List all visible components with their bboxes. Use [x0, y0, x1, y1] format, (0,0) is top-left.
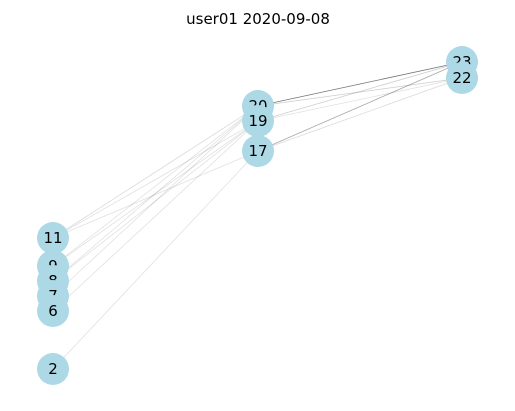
node-circle	[242, 105, 274, 137]
edge-11-17	[52, 150, 259, 239]
edge-layer	[52, 61, 463, 370]
node-circle	[37, 222, 69, 254]
graph-title: user01 2020-09-08	[186, 10, 330, 28]
node-circle	[37, 353, 69, 385]
edge-6-19	[52, 120, 259, 312]
edge-19-22	[257, 77, 463, 122]
node-19: 19	[242, 105, 274, 137]
edge-8-19	[52, 120, 259, 282]
edge-2-17	[52, 150, 259, 370]
node-17: 17	[242, 135, 274, 167]
node-22: 22	[446, 62, 478, 94]
node-label: 2	[48, 360, 58, 378]
node-label: 6	[48, 302, 58, 320]
node-11: 11	[37, 222, 69, 254]
edge-19-23	[257, 61, 463, 122]
node-2: 2	[37, 353, 69, 385]
node-layer: 23222019171198762	[37, 46, 478, 385]
node-label: 22	[452, 69, 471, 87]
edge-20-22	[257, 77, 463, 107]
edge-11-19	[52, 120, 259, 239]
node-circle	[242, 135, 274, 167]
edge-7-20	[52, 105, 259, 297]
node-label: 11	[43, 229, 62, 247]
node-6: 6	[37, 295, 69, 327]
node-label: 19	[248, 112, 267, 130]
edge-17-22	[257, 77, 463, 152]
edge-20-23	[257, 61, 463, 107]
node-circle	[446, 62, 478, 94]
node-label: 17	[248, 142, 267, 160]
edge-17-23	[257, 61, 463, 152]
node-circle	[37, 295, 69, 327]
edge-11-20	[52, 105, 259, 239]
edge-9-20	[52, 105, 259, 267]
edge-9-19	[52, 120, 259, 267]
edge-8-20	[52, 105, 259, 282]
